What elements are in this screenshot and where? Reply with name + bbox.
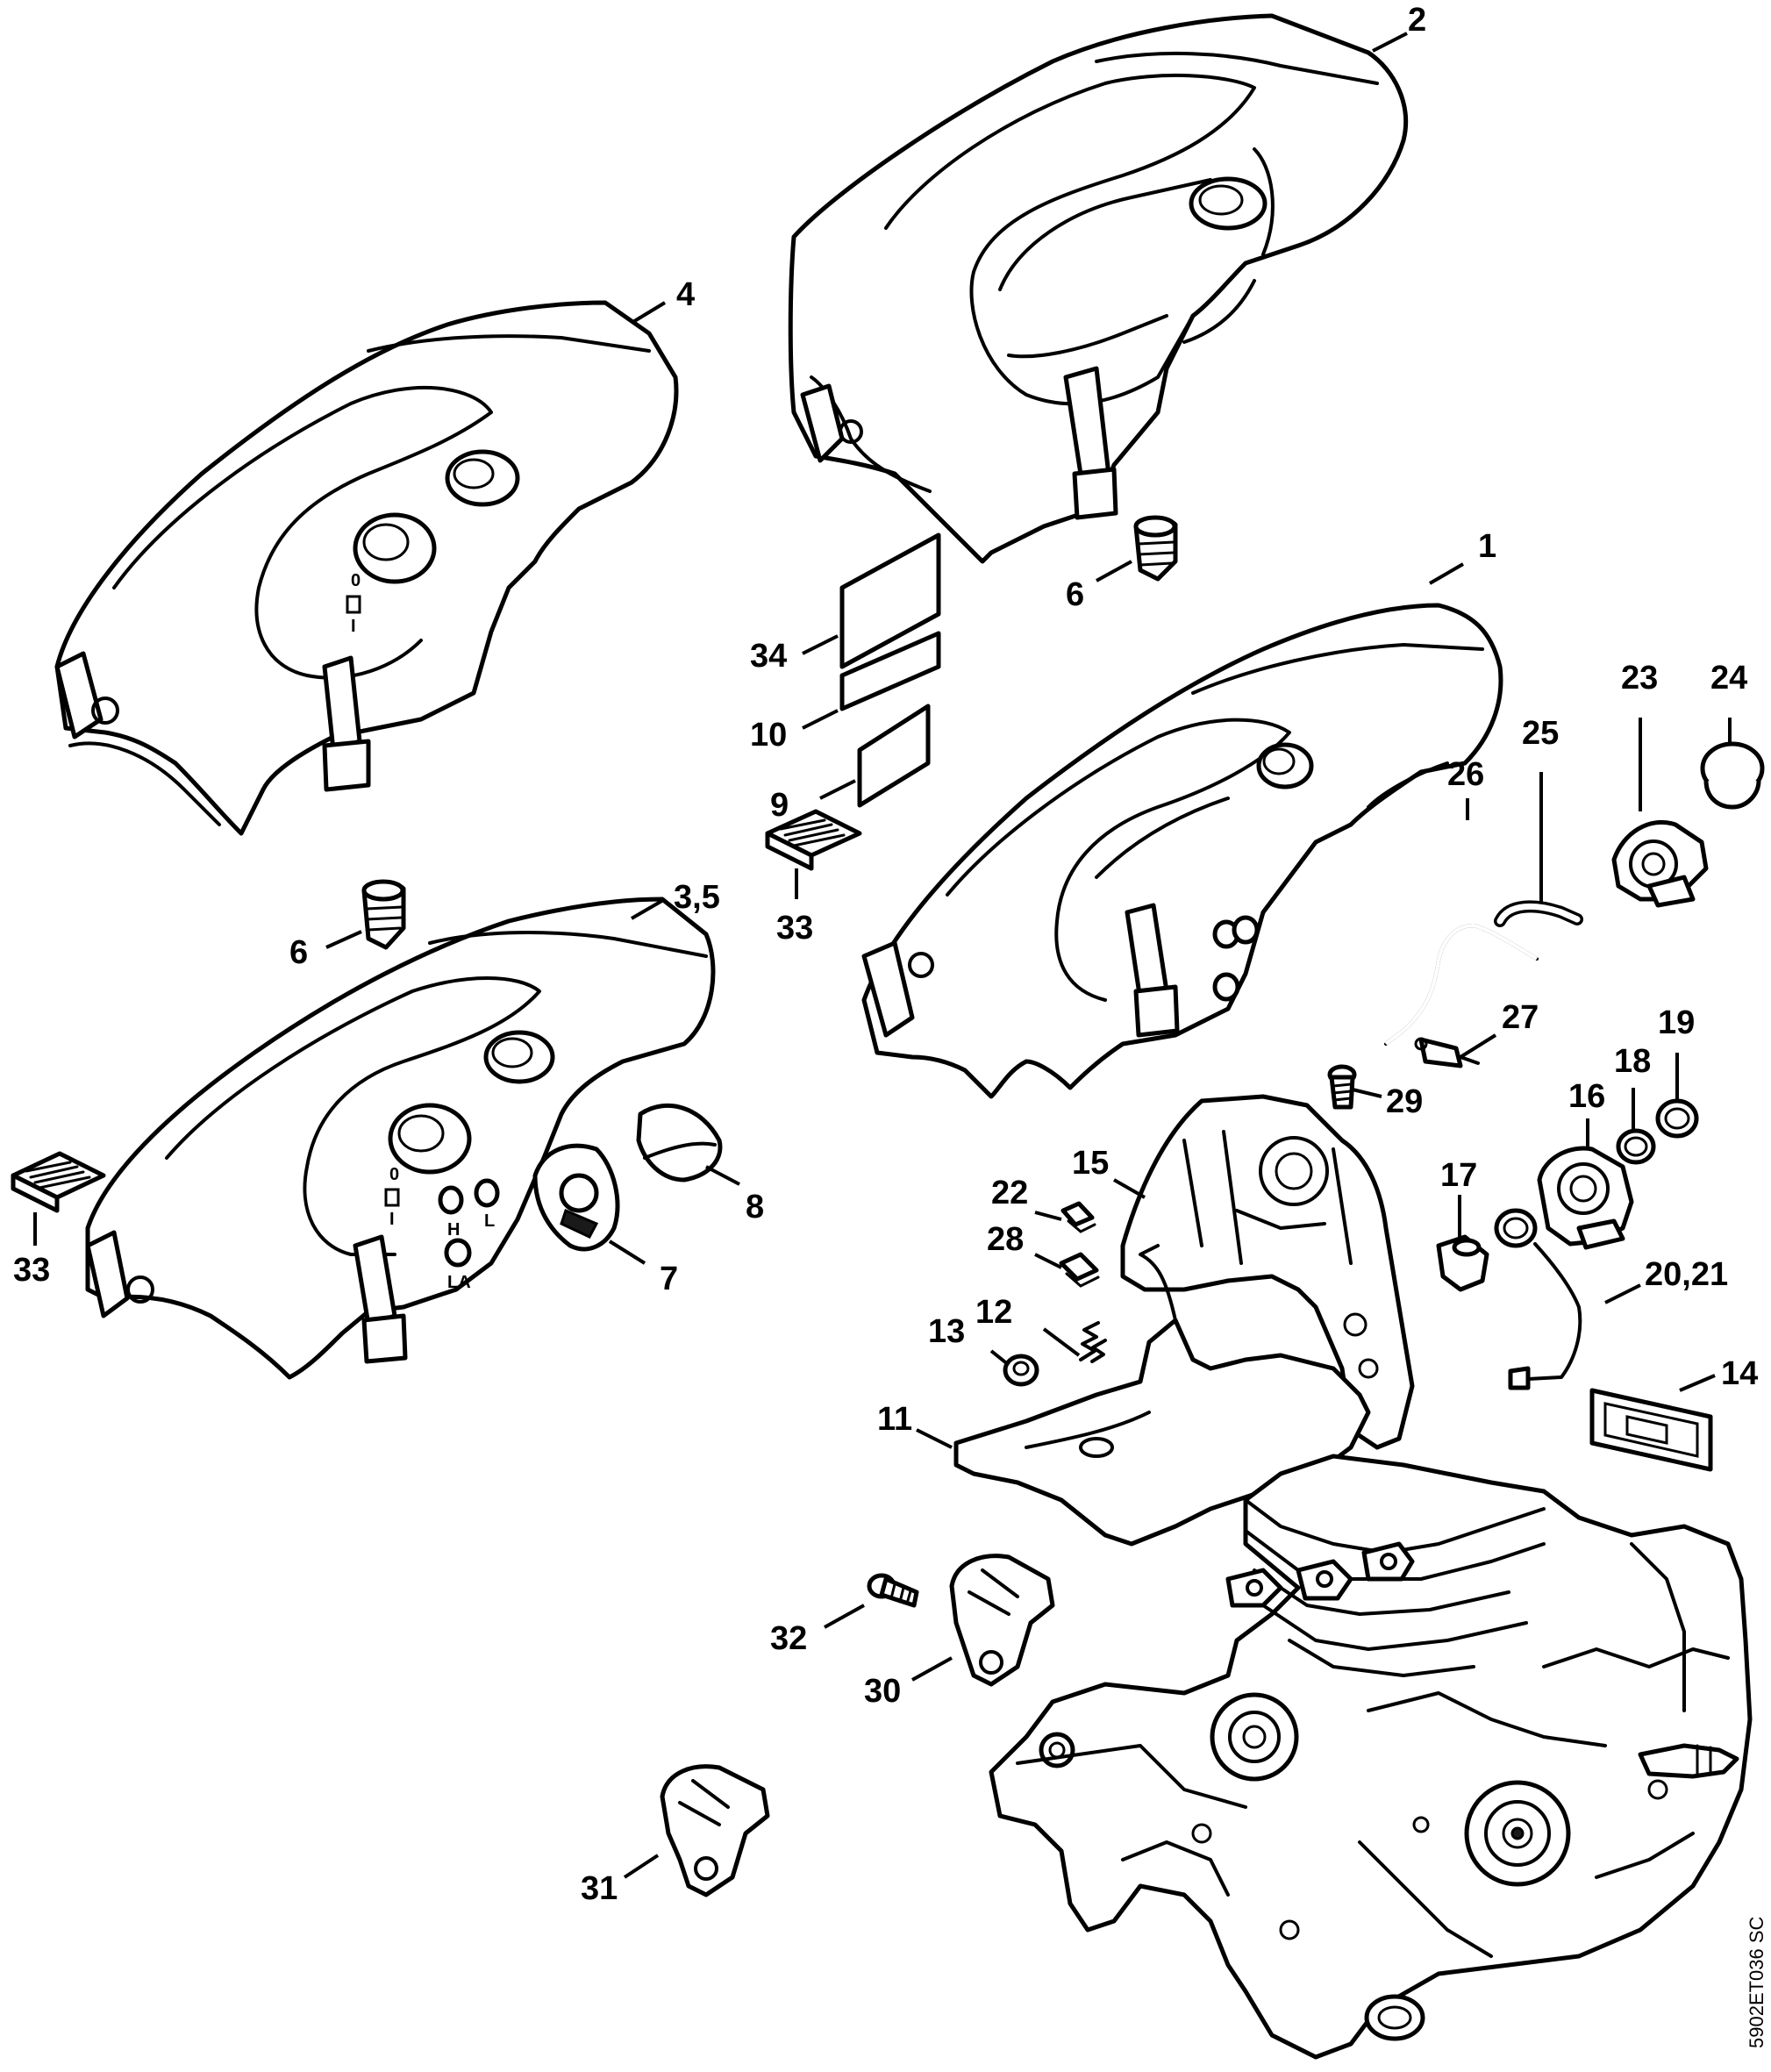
- part-12-spring: [1079, 1321, 1107, 1363]
- callout-33-right: 33: [776, 910, 813, 947]
- callout-26: 26: [1447, 756, 1484, 793]
- part-20-21-cable: [1494, 1208, 1582, 1390]
- callout-3-5: 3,5: [674, 879, 720, 916]
- part-25-hose: [1494, 900, 1583, 927]
- part-15-baffle: [1120, 1094, 1415, 1450]
- part-24-cap: [1700, 741, 1765, 810]
- callout-10: 10: [750, 717, 787, 754]
- switch-marking-zero-b: 0: [389, 1165, 399, 1184]
- callout-8: 8: [746, 1189, 764, 1225]
- callout-18: 18: [1614, 1043, 1651, 1080]
- part-28-clip: [1059, 1252, 1100, 1288]
- part-33-pad-right: [765, 809, 862, 871]
- adjust-marking-h: H: [447, 1220, 460, 1240]
- part-30-bracket: [949, 1554, 1055, 1687]
- part-9-label: [857, 704, 931, 808]
- callout-20-21: 20,21: [1645, 1256, 1728, 1293]
- switch-marking-zero-a: 0: [351, 571, 361, 590]
- part-18-ring: [1616, 1128, 1656, 1165]
- part-29-screw: [1327, 1064, 1357, 1110]
- callout-7: 7: [660, 1261, 678, 1297]
- part-16-housing: [1537, 1146, 1634, 1250]
- callout-9: 9: [770, 787, 789, 824]
- part-23-housing: [1611, 819, 1709, 908]
- part-31-bracket: [660, 1764, 770, 1897]
- part-2-shroud: [788, 13, 1409, 564]
- callout-30: 30: [864, 1673, 901, 1710]
- part-8-cap: [636, 1104, 723, 1182]
- callout-17: 17: [1440, 1157, 1477, 1194]
- part-33-pad-left: [11, 1151, 106, 1213]
- part-22-clip: [1060, 1201, 1096, 1233]
- part-4-shroud: 0 I: [54, 300, 679, 836]
- engine-assembly: [989, 1454, 1753, 2060]
- callout-4: 4: [676, 276, 695, 313]
- callout-32: 32: [770, 1620, 807, 1657]
- callout-34: 34: [750, 638, 787, 675]
- part-19-ring: [1655, 1098, 1699, 1139]
- part-1-shroud: [861, 603, 1503, 1099]
- part-13-grommet: [1003, 1354, 1039, 1387]
- callout-22: 22: [991, 1175, 1028, 1211]
- adjust-marking-la: LA: [447, 1273, 471, 1292]
- callout-29: 29: [1386, 1083, 1423, 1120]
- part-6-plug-upper: [1133, 515, 1178, 582]
- callout-16: 16: [1568, 1078, 1605, 1115]
- callout-28: 28: [987, 1221, 1024, 1258]
- callout-25: 25: [1522, 715, 1559, 752]
- document-code: 5902ET036 SC: [1746, 1916, 1767, 2048]
- part-26-hose: [1384, 923, 1539, 1046]
- callout-24: 24: [1710, 660, 1747, 697]
- callout-23: 23: [1621, 660, 1658, 697]
- callout-31: 31: [581, 1870, 618, 1907]
- callout-19: 19: [1658, 1004, 1695, 1041]
- callout-2: 2: [1408, 2, 1426, 39]
- part-7-knob: [532, 1143, 620, 1252]
- part-32-screw: [867, 1573, 919, 1608]
- switch-marking-one-b: I: [389, 1210, 395, 1229]
- callout-12: 12: [975, 1294, 1012, 1331]
- part-10-label: [839, 631, 941, 711]
- callout-6-upper: 6: [1066, 576, 1084, 613]
- callout-11: 11: [877, 1401, 912, 1438]
- callout-14: 14: [1721, 1355, 1758, 1392]
- callout-1: 1: [1478, 528, 1496, 565]
- callout-13: 13: [928, 1313, 965, 1350]
- callout-6-lower: 6: [289, 934, 308, 971]
- leader-lines: [33, 32, 1732, 1879]
- part-17-fitting: [1436, 1234, 1489, 1292]
- part-34-label: [839, 532, 941, 669]
- switch-marking-one-a: I: [351, 617, 356, 636]
- part-14-filter: [1589, 1388, 1713, 1472]
- callout-27: 27: [1502, 999, 1539, 1036]
- callout-33-left: 33: [13, 1252, 50, 1289]
- callout-labels: 2 4 1 3,5 6 6 34 10 9 33 33 7 8 12 13 11…: [13, 2, 1758, 1907]
- adjust-marking-l: L: [484, 1211, 495, 1231]
- part-3-5-shroud: H L LA 0 I: [85, 897, 716, 1380]
- part-27-valve: [1414, 1037, 1480, 1068]
- part-6-plug-lower: [361, 879, 406, 950]
- callout-15: 15: [1072, 1145, 1109, 1182]
